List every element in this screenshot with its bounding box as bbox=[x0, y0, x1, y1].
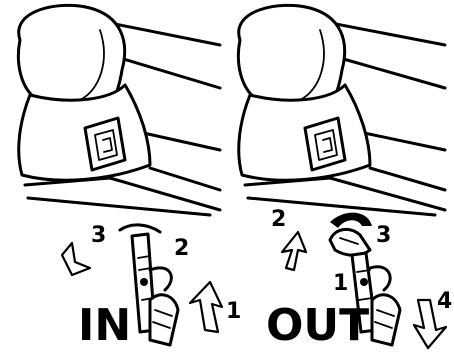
release-button-dot bbox=[360, 278, 368, 286]
release-button-dot bbox=[140, 278, 148, 286]
step-2-arrow-out bbox=[282, 232, 306, 270]
panel-out: 2 3 1 4 OUT bbox=[238, 5, 452, 351]
seat-illustration-in bbox=[18, 5, 220, 215]
step-number: 4 bbox=[437, 289, 452, 314]
panel-label-in: IN bbox=[78, 300, 131, 351]
rotate-arrow bbox=[370, 267, 390, 290]
rotate-arrow-curved bbox=[330, 213, 372, 228]
step-number: 2 bbox=[271, 207, 286, 232]
panel-label-out: OUT bbox=[266, 300, 369, 351]
step-number: 1 bbox=[333, 271, 348, 296]
step-1-arrow-in bbox=[190, 282, 222, 332]
step-number: 3 bbox=[376, 223, 391, 248]
step-number: 3 bbox=[91, 223, 106, 248]
seat-illustration-out bbox=[238, 5, 445, 215]
panel-in: 3 2 1 IN bbox=[18, 5, 241, 351]
step-number: 2 bbox=[174, 236, 189, 261]
step-number: 1 bbox=[226, 299, 241, 324]
step-3-arrow-in bbox=[62, 243, 90, 275]
